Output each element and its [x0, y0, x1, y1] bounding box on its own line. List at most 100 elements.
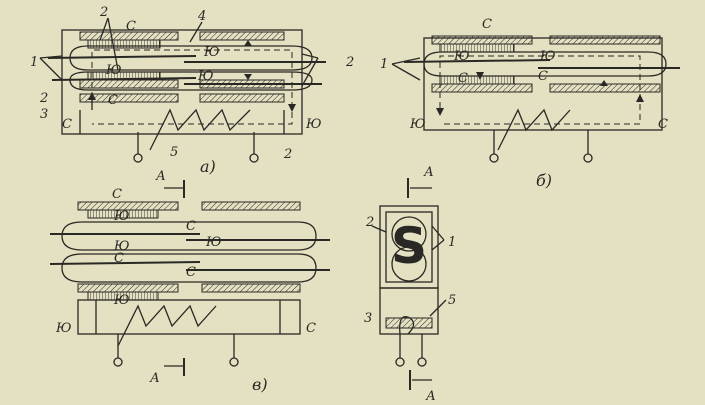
section-yoke [379, 287, 439, 335]
caption-a: а) [200, 157, 216, 176]
coil-winding-b [497, 108, 571, 151]
arrow-head-a2 [288, 104, 296, 112]
arrow-head-a3 [244, 40, 252, 46]
magnet-plate-a6 [199, 93, 285, 103]
reed-blade-b1 [403, 59, 551, 63]
pole-yu-v2: Ю [205, 235, 222, 250]
reed-blade-a3 [51, 77, 197, 81]
comb-v1 [87, 209, 159, 219]
label-3-s: 3 [364, 311, 372, 326]
label-2l-a: 2 [39, 91, 48, 106]
label-1-a: 1 [30, 55, 38, 70]
coil-terminal-v2 [229, 357, 239, 367]
pole-s-v5: С [306, 321, 316, 336]
pole-yu-v4: Ю [113, 293, 130, 308]
reed-envelope-a2 [69, 71, 313, 91]
arrow-head-a4 [244, 74, 252, 80]
pole-s-a1: С [126, 19, 136, 34]
reed-blade-v3 [49, 261, 201, 265]
yoke-frame-a [61, 29, 303, 135]
label-A-bottom-s: А [425, 389, 436, 404]
diagram-b: 1 С Ю Ю С С Ю С б) [380, 17, 680, 190]
section-terminal-1 [395, 357, 405, 367]
leader-2-a2 [107, 17, 119, 71]
s-symbol: S [391, 217, 427, 275]
label-4-a: 4 [197, 9, 206, 24]
leader-2-a [99, 17, 109, 41]
coil-winding-v [117, 304, 217, 347]
comb-b2 [439, 75, 515, 85]
label-2b-a: 2 [283, 147, 292, 162]
comb-a1 [87, 39, 161, 49]
comb-v2 [87, 291, 159, 301]
reed-envelope-v1 [61, 221, 317, 251]
reed-envelope-v2 [61, 253, 317, 283]
magnet-plate-v4 [201, 283, 301, 293]
yoke-frame-b [423, 37, 663, 131]
leader-1-b2 [391, 63, 421, 81]
leader-2-s [371, 225, 387, 233]
diagram-a: 1 2 4 2 2 3 5 2 С Ю Ю Ю С С Ю а) [30, 5, 354, 176]
label-1-s: 1 [448, 235, 456, 250]
leader-2r-a2 [301, 57, 319, 87]
leader-1-s [431, 225, 445, 241]
arrow-head-a1 [88, 92, 96, 100]
leader-5-s [429, 299, 447, 317]
arrow-head-b2 [636, 94, 644, 102]
label-5-a: 5 [170, 145, 178, 160]
magnet-plate-a5 [79, 93, 179, 103]
pole-s-v1: С [112, 187, 122, 202]
arrow-head-b4 [600, 80, 608, 86]
magnet-plate-b3 [431, 83, 533, 93]
pole-s-b2: С [458, 71, 468, 86]
reed-envelope-b [423, 51, 667, 77]
pole-yu-b1: Ю [453, 49, 470, 64]
reed-envelope-a1 [69, 45, 313, 71]
pole-yu-a2: Ю [105, 63, 122, 78]
leader-2r-a [301, 53, 319, 59]
coil-terminal-a1 [133, 153, 143, 163]
pole-s-v4: С [186, 265, 196, 280]
label-3-a: 3 [40, 107, 48, 122]
coil-winding-a [149, 108, 251, 151]
pole-s-a2: С [108, 93, 118, 108]
pole-s-v3: С [114, 251, 124, 266]
pole-yu-a3: Ю [197, 69, 214, 84]
leader-1-b [391, 57, 421, 65]
pole-s-b4: С [658, 117, 668, 132]
label-5-s: 5 [448, 293, 456, 308]
pole-yu-v3: Ю [113, 239, 130, 254]
magnet-plate-b2 [549, 35, 661, 45]
label-A-top-v: А [155, 169, 166, 184]
magnet-plate-v3 [77, 283, 179, 293]
leader-1-a2 [39, 57, 63, 81]
pole-yu-a4: Ю [305, 117, 322, 132]
section-inner [385, 211, 433, 283]
coil-terminal-v1 [113, 357, 123, 367]
leader-1-s2 [431, 239, 445, 251]
label-2r-a: 2 [345, 55, 354, 70]
coil-terminal-b1 [489, 153, 499, 163]
label-A-top-s: А [423, 165, 434, 180]
reed-blade-a1 [47, 55, 197, 59]
label-2-a: 2 [99, 5, 108, 20]
label-A-bottom-v: А [149, 371, 160, 386]
section-view: А S А 1 2 3 5 [364, 165, 456, 404]
pole-yu-v5: Ю [55, 321, 72, 336]
pole-yu-b2: Ю [539, 49, 556, 64]
reed-section-lower [391, 246, 427, 282]
caption-v: в) [252, 375, 268, 394]
comb-b1 [439, 43, 515, 53]
reed-section-upper [391, 216, 427, 252]
arrow-head-b1 [436, 108, 444, 116]
arrow-head-b3 [476, 72, 484, 80]
magnet-plate-a3 [79, 79, 179, 89]
magnet-plate-v2 [201, 201, 301, 211]
diagram-v: А А С Ю С Ю Ю С С Ю Ю С в) [49, 169, 330, 394]
section-yoke-hatch [385, 317, 433, 329]
magnet-plate-b1 [431, 35, 533, 45]
label-2-s: 2 [365, 215, 374, 230]
coil-terminal-a2 [249, 153, 259, 163]
